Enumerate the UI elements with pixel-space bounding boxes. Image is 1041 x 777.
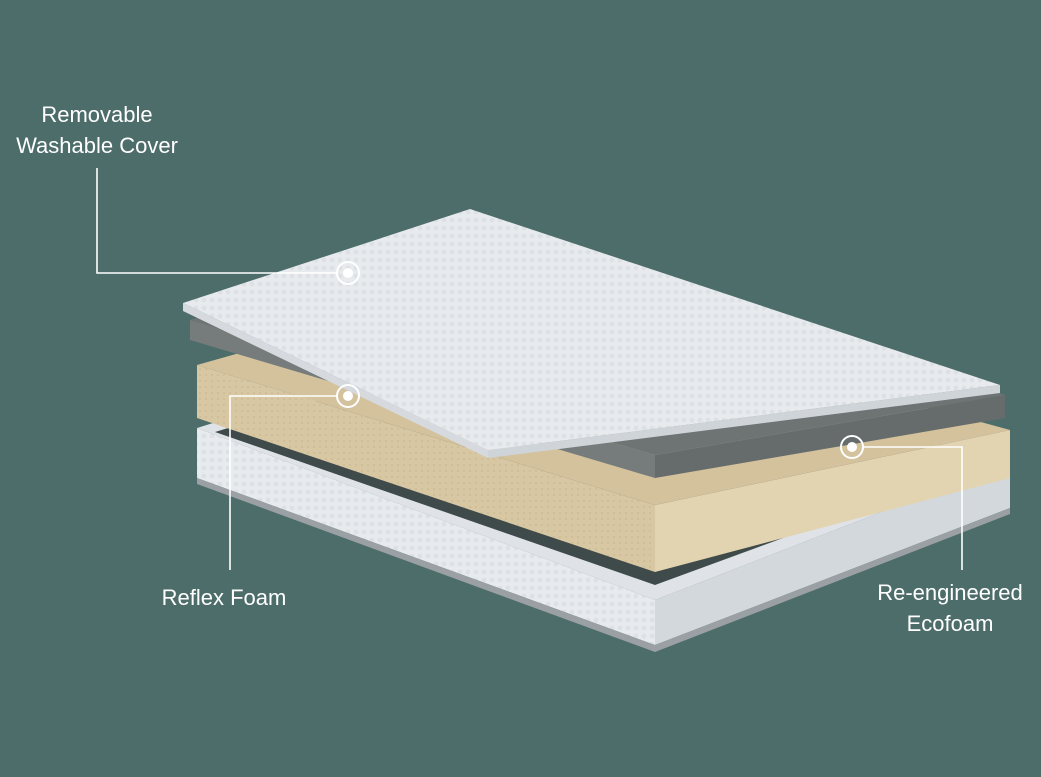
cover-label-line2: Washable Cover [16,133,178,158]
ecofoam-label-line2: Ecofoam [906,611,994,636]
cover-callout-line [96,168,337,274]
cover-label-line1: Removable [41,102,153,127]
reflex-callout-line [229,395,337,570]
ecofoam-label: Re-engineered Ecofoam [850,577,1041,639]
ecofoam-marker-icon [840,435,864,459]
reflex-label-text: Reflex Foam [161,585,287,610]
ecofoam-callout-line [863,446,963,570]
cover-marker-icon [336,261,360,285]
ecofoam-label-line1: Re-engineered [877,580,1023,605]
reflex-marker-icon [336,384,360,408]
reflex-label: Reflex Foam [124,582,324,613]
cover-layer [183,209,1000,458]
cover-label: Removable Washable Cover [0,99,194,161]
